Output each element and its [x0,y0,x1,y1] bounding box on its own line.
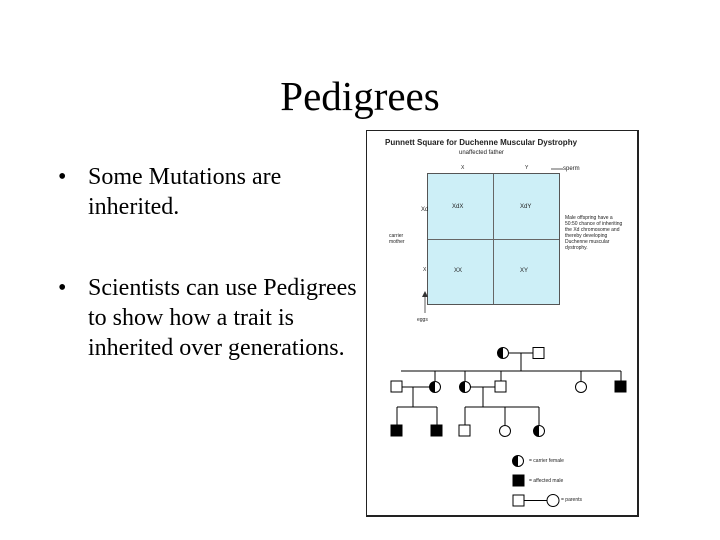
col-header: X [461,165,465,171]
eggs-label: eggs [417,317,428,323]
bullet-item: • Scientists can use Pedigrees to show h… [58,273,358,363]
legend-parents-female-icon [546,494,560,507]
punnett-title: Punnett Square for Duchenne Muscular Dys… [385,138,578,147]
carrier-female-symbol [497,347,509,359]
punnett-cell: XdY [520,204,532,210]
male-symbol [532,347,545,359]
carrier-female-symbol [459,381,471,393]
affected-male-symbol [390,424,403,437]
legend-carrier-female-icon [512,455,524,467]
male-symbol [458,424,471,437]
punnett-cell: XdX [452,204,464,210]
legend-parents-male-icon [512,494,525,507]
punnett-square: XdX XdY XX XY [427,173,560,305]
bullet-text: Scientists can use Pedigrees to show how… [88,275,357,361]
punnett-cell: XY [520,268,529,274]
slide-title: Pedigrees [280,73,440,119]
legend-label: = parents [561,497,582,503]
male-symbol [494,380,507,393]
male-symbol [390,380,403,393]
pedigree-diagram [390,168,627,507]
legend-label: = affected male [529,478,564,484]
row-header: Xd [421,207,429,213]
pedigree-figure: Punnett Square for Duchenne Muscular Dys… [366,130,639,517]
carrier-female-symbol [533,425,545,437]
carrier-female-symbol [429,381,441,393]
female-symbol [499,425,511,437]
col-header: Y [525,165,529,171]
sperm-label: sperm [563,166,580,172]
legend-label: = carrier female [529,458,564,464]
row-header: X [423,267,427,273]
punnett-cell: XX [454,268,463,274]
bullet-text: Some Mutations are inherited. [88,164,282,220]
legend-affected-male-icon [512,474,525,487]
bullet-symbol: • [58,164,67,190]
father-label: unaffected father [459,150,504,156]
offspring-note: Male offspring have a 50:50 chance of in… [565,215,623,251]
affected-male-symbol [614,380,627,393]
bullet-symbol: • [58,275,67,301]
affected-male-symbol [430,424,443,437]
female-symbol [575,381,587,393]
bullet-list: • Some Mutations are inherited. • Scient… [58,162,358,414]
bullet-item: • Some Mutations are inherited. [58,162,358,222]
mother-label: carrier mother [389,233,405,245]
